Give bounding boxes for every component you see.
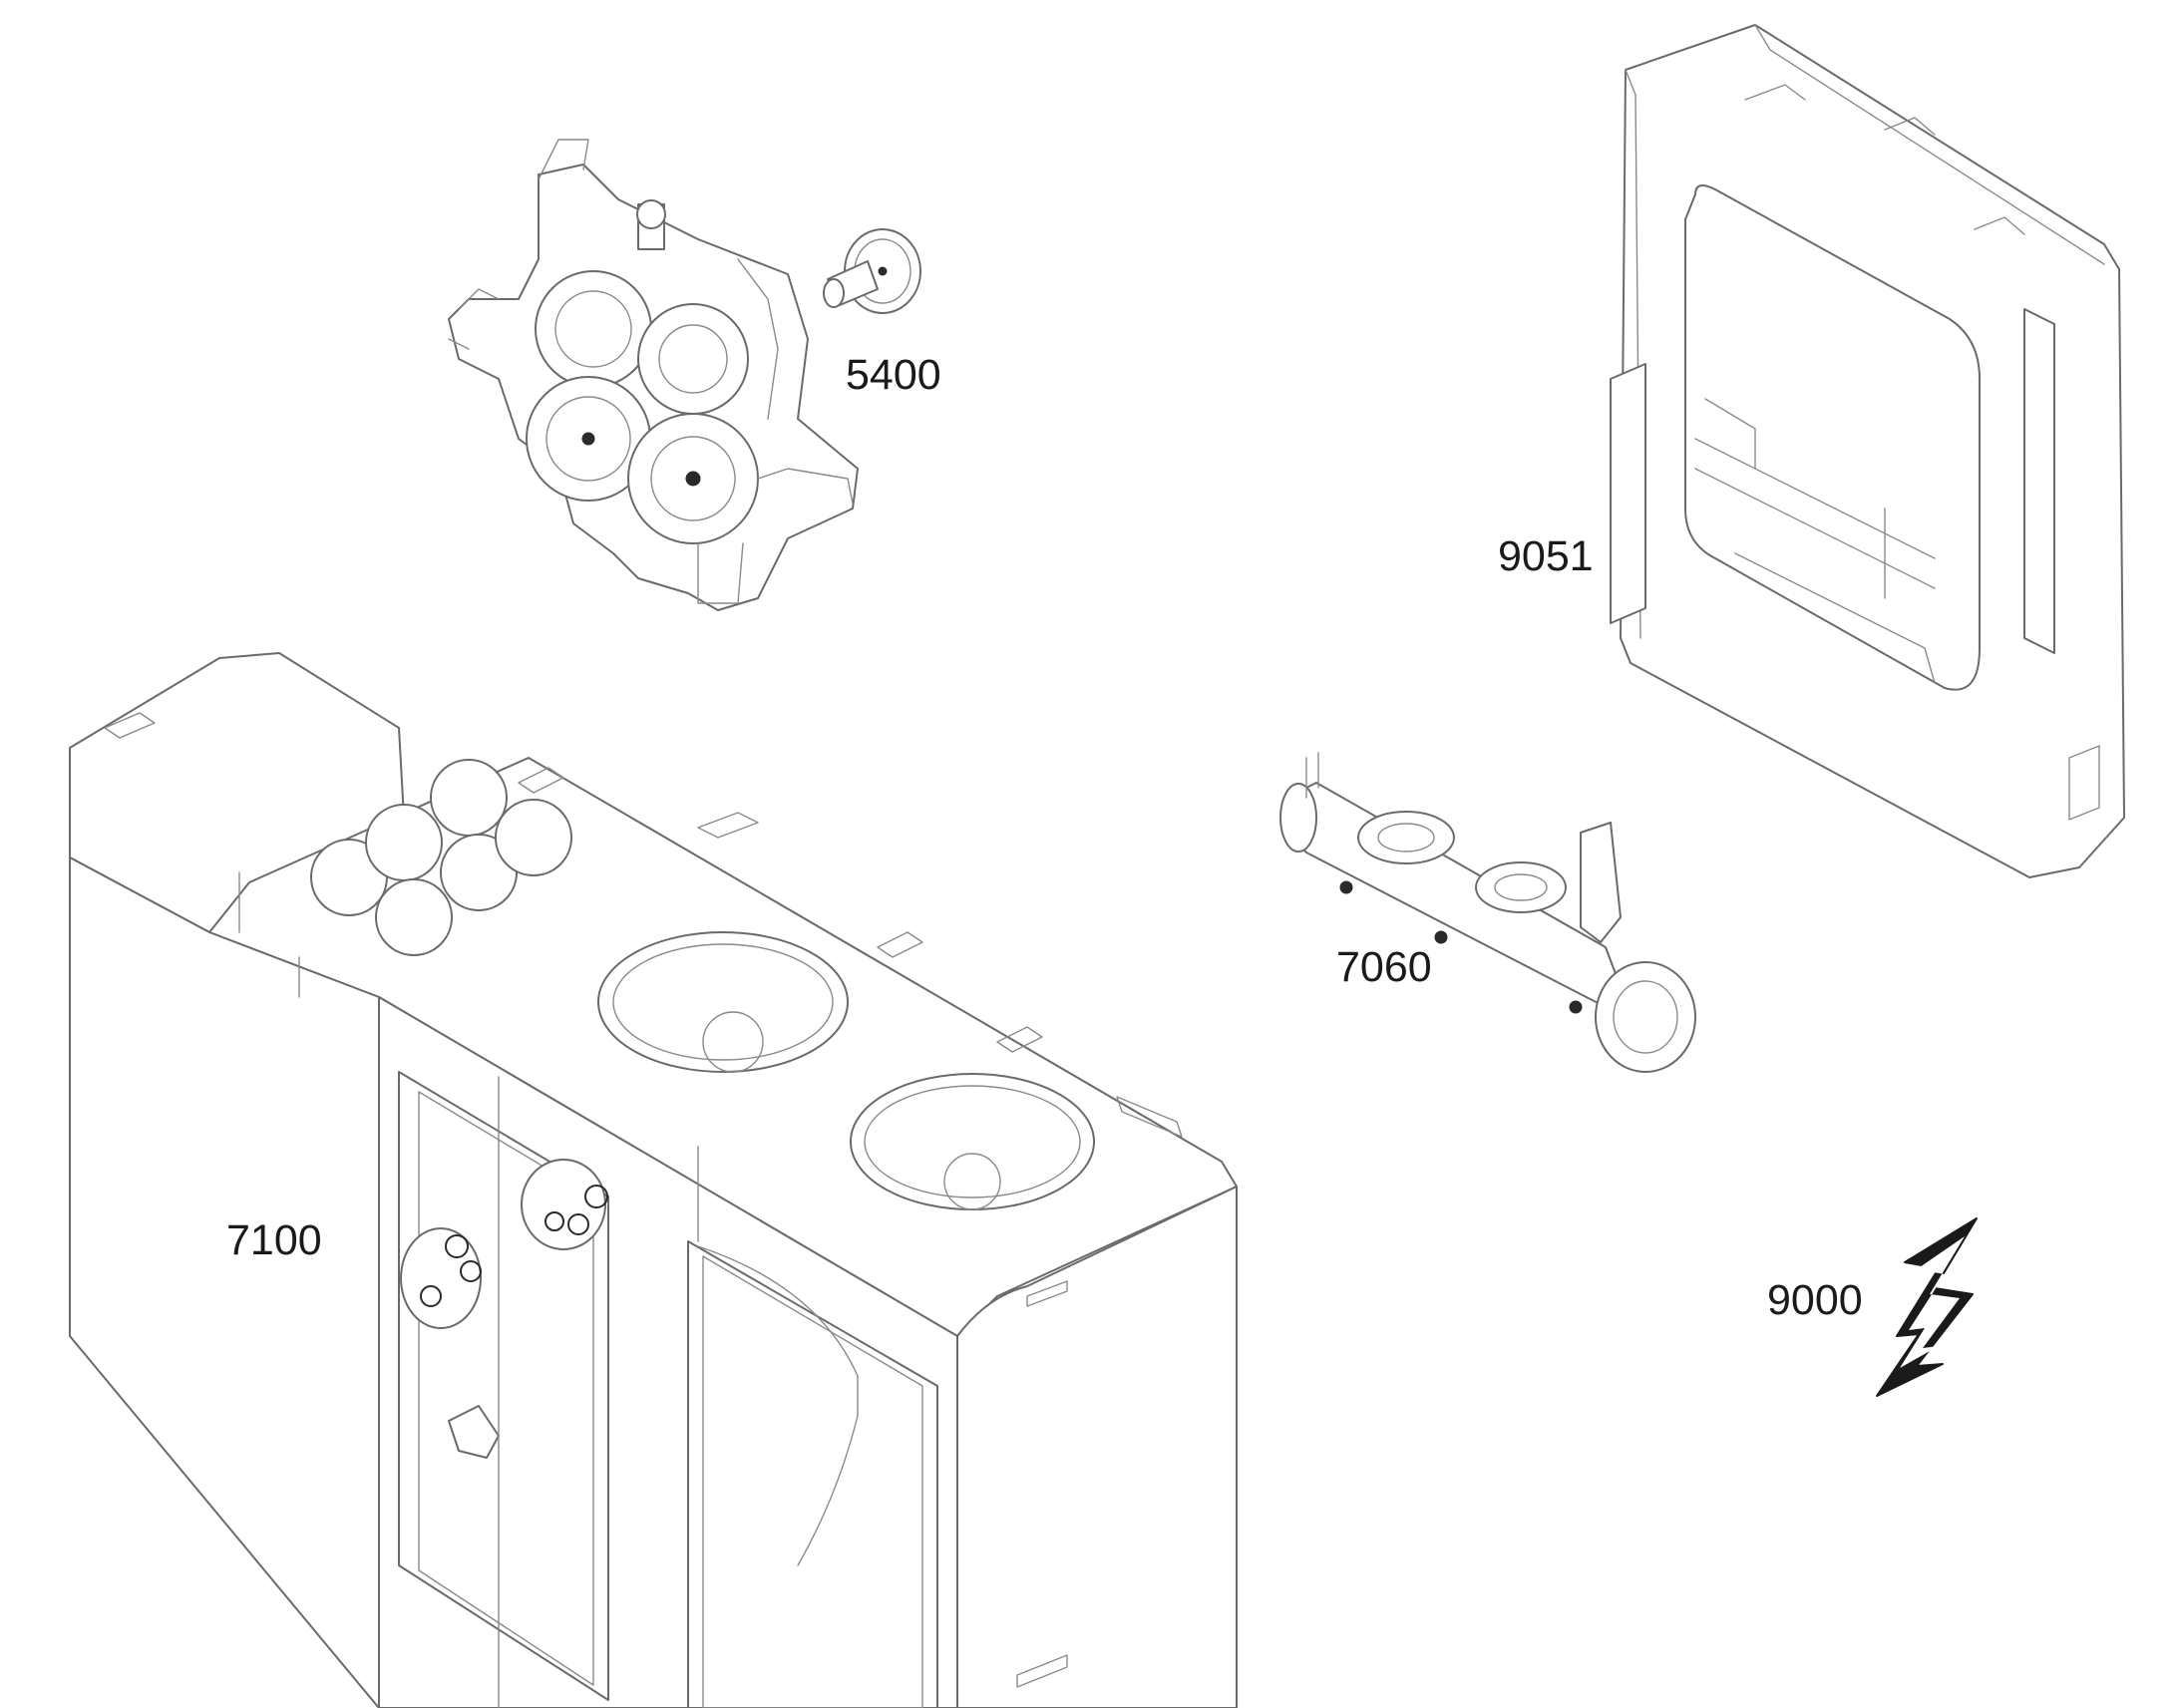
callout-9051: 9051 <box>1498 532 1594 580</box>
frame-assembly <box>1610 24 2125 878</box>
callout-5400: 5400 <box>846 351 941 399</box>
callout-9000: 9000 <box>1767 1276 1863 1324</box>
callout-7100: 7100 <box>226 1216 322 1264</box>
callout-7060: 7060 <box>1336 943 1432 991</box>
pipe-assembly <box>1279 752 1696 1073</box>
enclosure-assembly <box>69 652 1238 1708</box>
gear-unit-assembly <box>448 139 859 611</box>
shaft-flange-part <box>823 228 921 314</box>
